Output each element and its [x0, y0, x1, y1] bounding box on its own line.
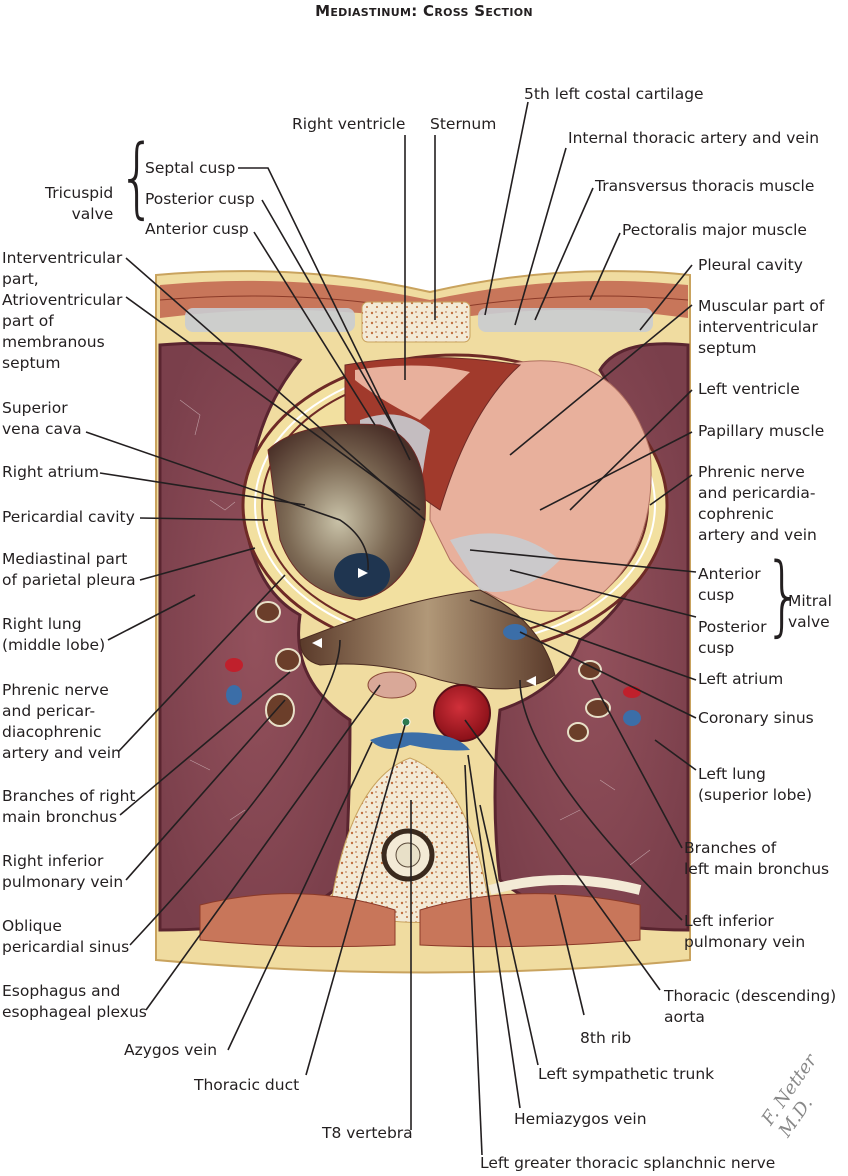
leader-atrioventricular-part	[125, 296, 421, 511]
8th-rib	[488, 875, 642, 895]
leader-interventricular-part	[125, 257, 426, 521]
leader-8th-rib	[554, 894, 585, 1016]
label-superior-vena-cava: Superior vena cava	[2, 399, 82, 438]
left-atrium	[299, 589, 556, 690]
coronary-sinus	[503, 624, 527, 640]
label-8th-rib: 8th rib	[580, 1029, 632, 1047]
leader-left-ventricle	[569, 389, 693, 511]
label-membranous-septum: Interventricular part, Atrioventricular …	[2, 249, 123, 372]
label-right-inferior-pulmonary-vein: Right inferior pulmonary vein	[2, 852, 124, 891]
label-papillary-muscle: Papillary muscle	[698, 422, 825, 440]
label-branches-right-bronchus: Branches of right main bronchus	[2, 787, 136, 826]
leader-phrenic-left	[649, 474, 693, 506]
leader-posterior-cusp	[261, 199, 396, 431]
label-right-atrium: Right atrium	[2, 463, 99, 481]
thoracic-aorta	[433, 684, 491, 742]
leader-left-atrium	[469, 599, 697, 681]
label-coronary-sinus: Coronary sinus	[698, 709, 814, 727]
right-bronchi	[255, 601, 301, 727]
label-left-greater-splanchnic-nerve: Left greater thoracic splanchnic nerve	[480, 1154, 776, 1172]
leader-mediastinal-pleura	[139, 547, 256, 581]
leader-anterior-cusp	[253, 231, 376, 426]
label-azygos-vein: Azygos vein	[124, 1041, 218, 1059]
leader-svc	[85, 431, 369, 571]
leader-azygos	[227, 741, 373, 1051]
label-mitral-anterior-cusp: Anterior cusp	[698, 565, 761, 604]
tricuspid-brace: {	[118, 127, 157, 229]
leader-hemiazygos	[467, 754, 521, 1109]
leader-posterior-mitral	[509, 569, 697, 618]
leader-right-atrium	[99, 472, 306, 506]
figure-title: Mediastinum: Cross Section	[315, 2, 533, 20]
label-left-ventricle: Left ventricle	[698, 380, 800, 398]
label-left-atrium: Left atrium	[698, 670, 784, 688]
esophagus	[367, 671, 417, 699]
leader-papillary-muscle	[539, 431, 693, 511]
leader-right-inferior-pv	[125, 699, 286, 881]
label-hemiazygos-vein: Hemiazygos vein	[514, 1110, 647, 1128]
azygos-vein	[370, 732, 470, 751]
label-left-inferior-pulmonary-vein: Left inferior pulmonary vein	[684, 912, 806, 951]
sternum	[361, 301, 471, 343]
leader-left-lung	[654, 739, 697, 771]
label-pleural-cavity: Pleural cavity	[698, 256, 803, 274]
label-esophagus: Esophagus and esophageal plexus	[2, 982, 147, 1021]
label-transversus-thoracis: Transversus thoracis muscle	[595, 177, 815, 195]
leader-pericardial-cavity	[139, 517, 269, 521]
leader-sympathetic-trunk	[479, 804, 539, 1066]
label-septal-cusp: Septal cusp	[145, 159, 236, 177]
label-pericardial-cavity: Pericardial cavity	[2, 508, 135, 526]
leader-thoracic-duct	[305, 724, 406, 1076]
leader-thoracic-aorta	[464, 719, 661, 991]
right-pulmonary-vessel-blue	[226, 685, 242, 705]
label-phrenic-nerve-left: Phrenic nerve and pericardia- cophrenic …	[698, 463, 817, 544]
left-pulmonary-vessel-blue	[623, 710, 641, 726]
leader-oblique-sinus	[129, 639, 341, 946]
label-thoracic-aorta: Thoracic (descending) aorta	[664, 987, 837, 1026]
label-branches-left-bronchus: Branches of left main bronchus	[684, 839, 830, 878]
label-posterior-cusp: Posterior cusp	[145, 190, 255, 208]
label-mediastinal-pleura: Mediastinal part of parietal pleura	[2, 550, 136, 589]
label-muscular-septum: Muscular part of interventricular septum	[698, 297, 825, 357]
leader-pectoralis-major	[589, 232, 621, 301]
label-thoracic-duct: Thoracic duct	[194, 1076, 300, 1094]
leader-esophagus	[145, 684, 381, 1011]
label-internal-thoracic-artery-vein: Internal thoracic artery and vein	[568, 129, 820, 147]
left-costal-cartilage	[478, 308, 653, 332]
leader-pleural-cavity	[639, 264, 693, 331]
leader-transversus-thoracis	[534, 187, 594, 321]
label-t8-vertebra: T8 vertebra	[322, 1124, 413, 1142]
label-pectoralis-major: Pectoralis major muscle	[622, 221, 807, 239]
leader-muscular-septum	[509, 304, 693, 456]
leader-5th-costal-cartilage	[484, 101, 529, 316]
label-right-ventricle: Right ventricle	[292, 115, 406, 133]
leader-anterior-mitral	[469, 549, 697, 573]
label-sternum: Sternum	[430, 115, 497, 133]
label-anterior-cusp: Anterior cusp	[145, 220, 249, 238]
leader-coronary-sinus	[519, 631, 697, 719]
leader-splanchnic	[464, 764, 483, 1156]
leader-phrenic-right	[117, 574, 286, 753]
label-tricuspid-valve: Tricuspid valve	[45, 184, 114, 223]
label-left-lung: Left lung (superior lobe)	[698, 765, 812, 804]
label-left-sympathetic-trunk: Left sympathetic trunk	[538, 1065, 715, 1083]
leader-left-inferior-pv	[519, 679, 683, 921]
label-mitral-valve: Mitral valve	[788, 592, 832, 631]
leader-internal-thoracic	[514, 147, 567, 326]
label-right-lung: Right lung (middle lobe)	[2, 615, 106, 654]
label-oblique-pericardial-sinus: Oblique pericardial sinus	[2, 917, 130, 956]
leader-septal-cusp	[238, 167, 411, 461]
right-pulmonary-vessel-red	[225, 658, 243, 672]
leader-left-bronchus	[591, 679, 683, 849]
mitral-valve	[450, 533, 560, 592]
thoracic-duct	[401, 717, 411, 727]
leader-right-bronchus	[119, 671, 291, 816]
back-muscles	[199, 893, 641, 948]
label-5th-costal-cartilage: 5th left costal cartilage	[524, 85, 704, 103]
label-mitral-posterior-cusp: Posterior cusp	[698, 618, 767, 657]
leader-right-lung	[107, 594, 196, 641]
label-phrenic-nerve-right: Phrenic nerve and pericar- diacophrenic …	[2, 681, 121, 762]
